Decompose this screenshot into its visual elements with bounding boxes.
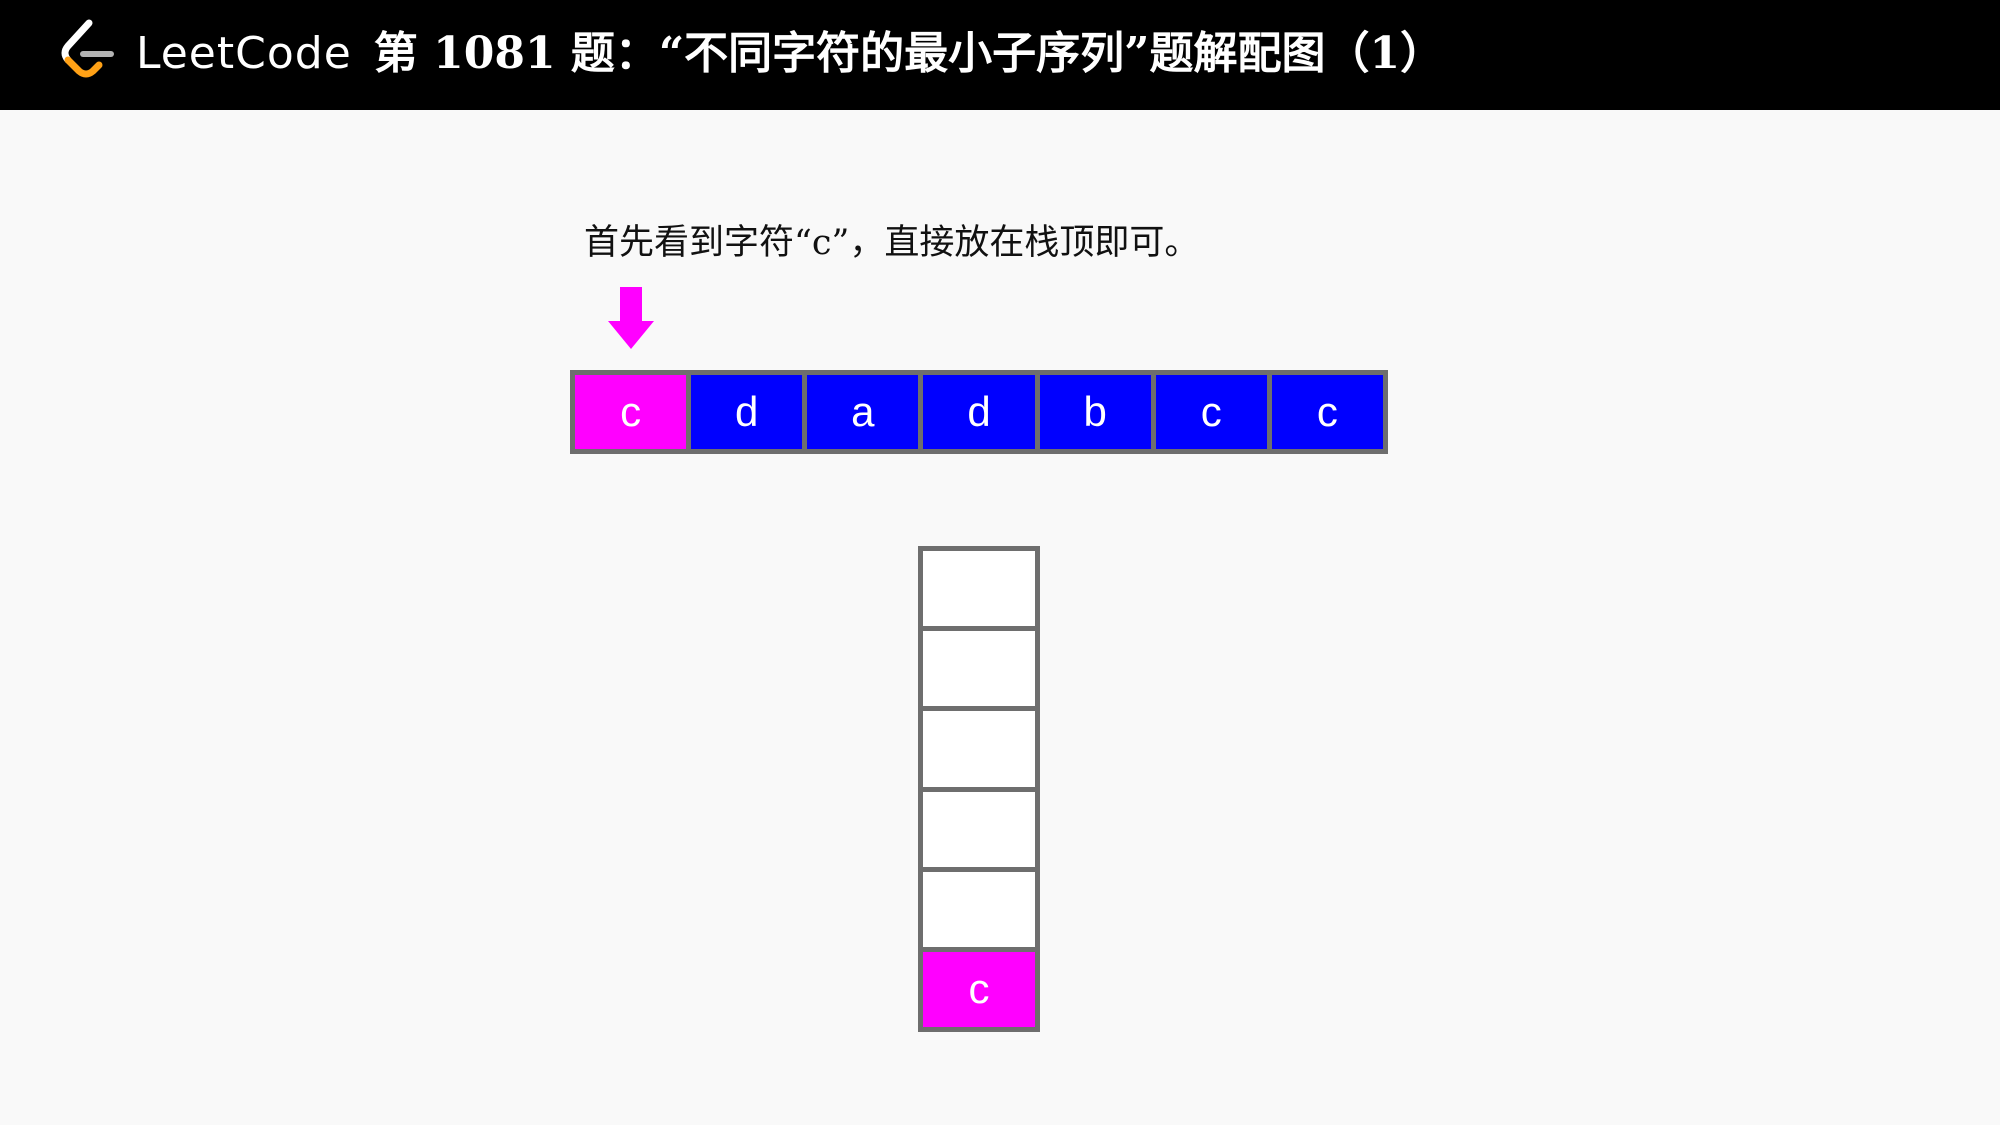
- page-title: LeetCode 第 1081 题：“不同字符的最小子序列”题解配图（1）: [136, 22, 1444, 86]
- stack-cell: [923, 551, 1035, 627]
- down-arrow-icon: [607, 287, 654, 349]
- title-text: 第 1081 题：“不同字符的最小子序列”题解配图（1）: [373, 28, 1445, 79]
- stack-cell: [923, 631, 1035, 707]
- array-cell: c: [575, 375, 687, 449]
- logo-wordmark: LeetCode: [136, 28, 352, 79]
- header-bar: LeetCode 第 1081 题：“不同字符的最小子序列”题解配图（1）: [0, 0, 2000, 110]
- leetcode-logo-icon: [61, 19, 114, 78]
- stack-cell: [923, 711, 1035, 787]
- array-cell: c: [1155, 375, 1267, 449]
- array-cell: b: [1039, 375, 1151, 449]
- array-cell: a: [807, 375, 919, 449]
- array-cell: d: [691, 375, 803, 449]
- array-cell: c: [1271, 375, 1383, 449]
- stack-cell: [923, 871, 1035, 947]
- stack-cell: [923, 791, 1035, 867]
- array-cell: d: [923, 375, 1035, 449]
- char-stack: c: [918, 546, 1040, 1032]
- stack-cell: c: [923, 951, 1035, 1028]
- step-caption: 首先看到字符“c”，直接放在栈顶即可。: [584, 223, 1200, 263]
